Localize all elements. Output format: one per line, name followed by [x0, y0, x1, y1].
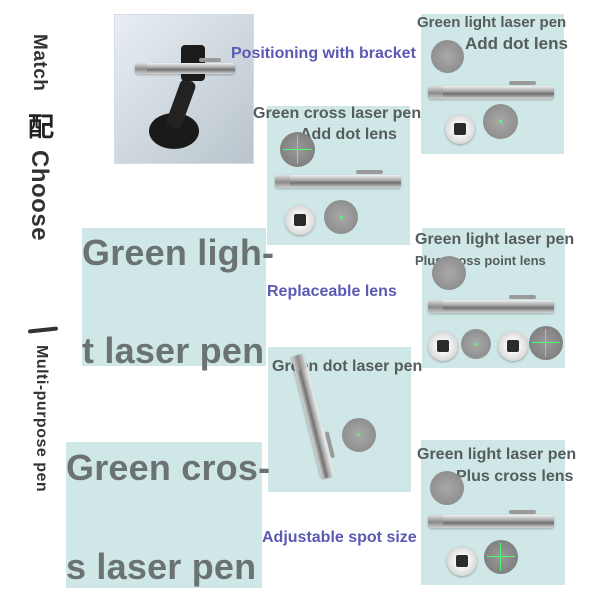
green-light-pen-image: [428, 81, 554, 99]
panel-green-dot: [268, 347, 411, 492]
big-label-green-cross-line2: s laser pen: [66, 546, 257, 587]
green-light-pen-image: [428, 295, 554, 313]
adjustable-spot-caption: Adjustable spot size: [262, 529, 417, 546]
green-light-pen-image: [428, 510, 554, 528]
green-dot-icon: [499, 120, 502, 123]
big-label-green-cross-line1: Green cros-: [66, 447, 271, 488]
dot-lens-icon: [285, 205, 315, 235]
cross-lens-icon: [447, 546, 477, 576]
yi-character: [27, 326, 59, 334]
panel-green-light-dot-subtitle: Add dot lens: [465, 34, 568, 53]
cross-lens-icon: [428, 331, 458, 361]
cross-beam-icon: [280, 132, 315, 167]
bracket-caption: Positioning with bracket: [231, 45, 416, 62]
green-dot-icon: [475, 343, 478, 346]
big-label-green-light-panel: [82, 228, 266, 366]
bracket-pen: [135, 58, 235, 74]
cross-spot-icon: [484, 540, 518, 574]
beam-spot-icon: [431, 40, 464, 73]
multi-purpose-pen-label: Multi-purpose pen: [33, 345, 50, 493]
panel-green-cross-dot-title: Green cross laser pen: [253, 105, 422, 122]
big-label-green-cross-panel: [66, 442, 262, 588]
beam-spot-icon: [432, 256, 466, 290]
panel-green-cross-dot-subtitle: Add dot lens: [300, 126, 397, 143]
green-dot-icon: [357, 433, 360, 436]
panel-green-dot-title: Green dot laser pen: [272, 358, 423, 375]
choose-label: Choose: [26, 150, 53, 242]
panel-green-light-cross-subtitle: Plus cross lens: [456, 468, 574, 485]
match-label: Match: [29, 34, 50, 92]
replaceable-lens-caption: Replaceable lens: [267, 283, 397, 300]
panel-green-light-cross-point-title: Green light laser pen: [415, 231, 575, 248]
cross-spot-icon: [529, 326, 563, 360]
cross-point-lens-icon: [498, 331, 528, 361]
big-label-green-light-line1: Green ligh-: [82, 232, 275, 273]
panel-green-light-cross-title: Green light laser pen: [417, 446, 577, 463]
pei-character: 配: [28, 113, 55, 143]
green-cross-pen-image: [275, 170, 401, 188]
big-label-green-light-line2: t laser pen: [82, 330, 265, 371]
green-dot-icon: [340, 216, 343, 219]
dot-lens-icon: [445, 114, 475, 144]
beam-spot-icon: [430, 471, 464, 505]
bracket-photo: [114, 14, 254, 164]
panel-green-light-dot-title: Green light laser pen: [417, 14, 567, 31]
